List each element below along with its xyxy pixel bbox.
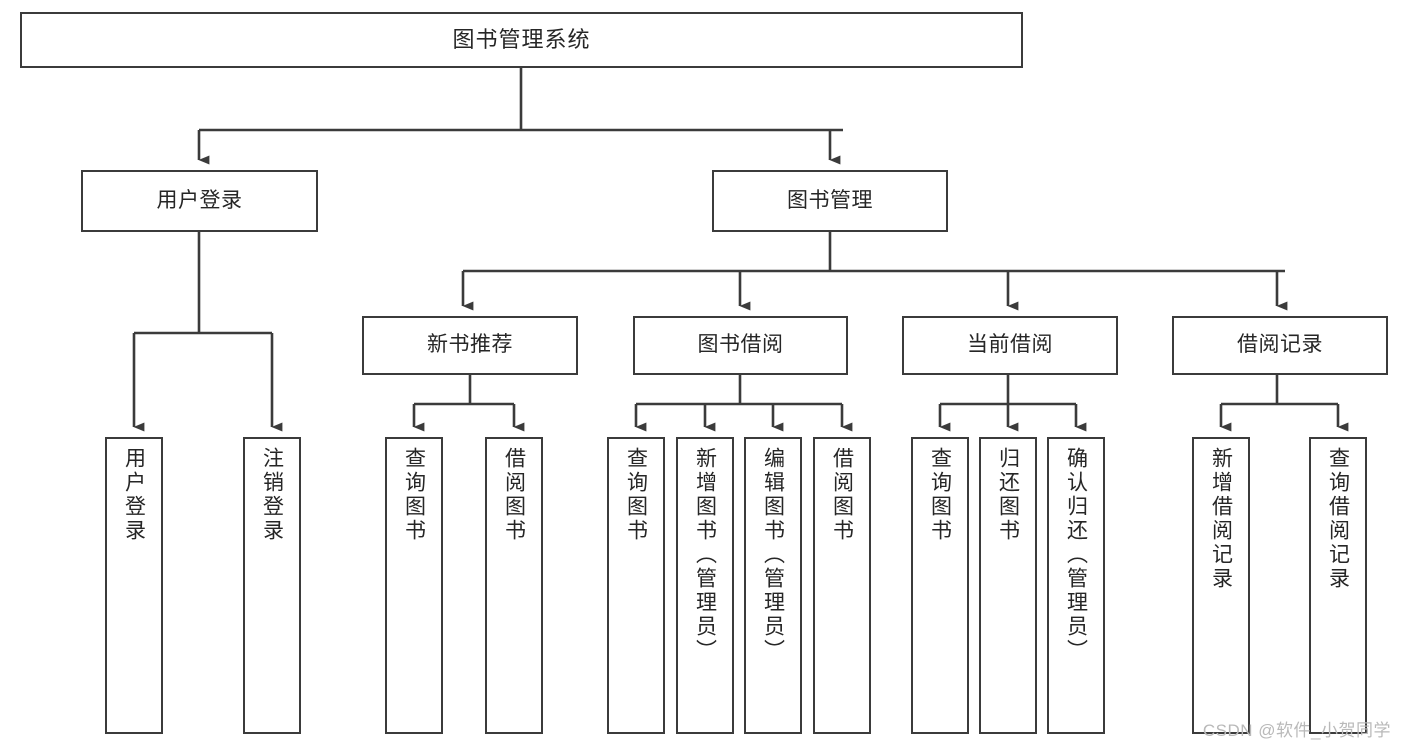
node-label: 图书管理: [787, 188, 873, 212]
node-leaf-return-book[interactable]: 归还图书: [979, 437, 1037, 734]
node-borrow-record[interactable]: 借阅记录: [1172, 316, 1388, 375]
node-leaf-borrow-book-1[interactable]: 借阅图书: [485, 437, 543, 734]
node-leaf-add-record[interactable]: 新增借阅记录: [1192, 437, 1250, 734]
node-label: 新增借阅记录: [1209, 447, 1233, 591]
node-leaf-user-login[interactable]: 用户登录: [105, 437, 163, 734]
node-label: 用户登录: [122, 447, 146, 543]
node-leaf-borrow-book-2[interactable]: 借阅图书: [813, 437, 871, 734]
node-current-borrow[interactable]: 当前借阅: [902, 316, 1118, 375]
node-book-management[interactable]: 图书管理: [712, 170, 948, 232]
node-leaf-confirm-return[interactable]: 确认归还（管理员）: [1047, 437, 1105, 734]
node-label: 借阅图书: [502, 447, 526, 543]
node-label: 借阅记录: [1237, 333, 1323, 357]
node-label: 查询图书: [402, 447, 426, 543]
node-label: 新增图书（管理员）: [693, 447, 717, 663]
node-label: 借阅图书: [830, 447, 854, 543]
node-leaf-query-book-3[interactable]: 查询图书: [911, 437, 969, 734]
node-leaf-query-book-2[interactable]: 查询图书: [607, 437, 665, 734]
node-label: 查询借阅记录: [1326, 447, 1350, 591]
node-leaf-query-book-1[interactable]: 查询图书: [385, 437, 443, 734]
node-label: 归还图书: [996, 447, 1020, 543]
node-label: 编辑图书（管理员）: [761, 447, 785, 663]
node-new-book-recommend[interactable]: 新书推荐: [362, 316, 578, 375]
node-label: 查询图书: [928, 447, 952, 543]
node-label: 注销登录: [260, 447, 284, 543]
node-label: 确认归还（管理员）: [1064, 447, 1088, 663]
node-leaf-edit-book[interactable]: 编辑图书（管理员）: [744, 437, 802, 734]
node-root-book-management-system[interactable]: 图书管理系统: [20, 12, 1023, 68]
node-label: 当前借阅: [967, 333, 1053, 357]
node-label: 查询图书: [624, 447, 648, 543]
node-leaf-add-book[interactable]: 新增图书（管理员）: [676, 437, 734, 734]
node-leaf-logout[interactable]: 注销登录: [243, 437, 301, 734]
node-label: 用户登录: [156, 188, 243, 212]
csdn-watermark: CSDN @软件_小贺同学: [1202, 721, 1391, 740]
node-label: 图书管理系统: [452, 26, 591, 52]
node-leaf-query-record[interactable]: 查询借阅记录: [1309, 437, 1367, 734]
node-label: 新书推荐: [427, 333, 513, 357]
node-book-borrow[interactable]: 图书借阅: [633, 316, 848, 375]
node-label: 图书借阅: [697, 333, 784, 357]
node-user-login[interactable]: 用户登录: [81, 170, 318, 232]
